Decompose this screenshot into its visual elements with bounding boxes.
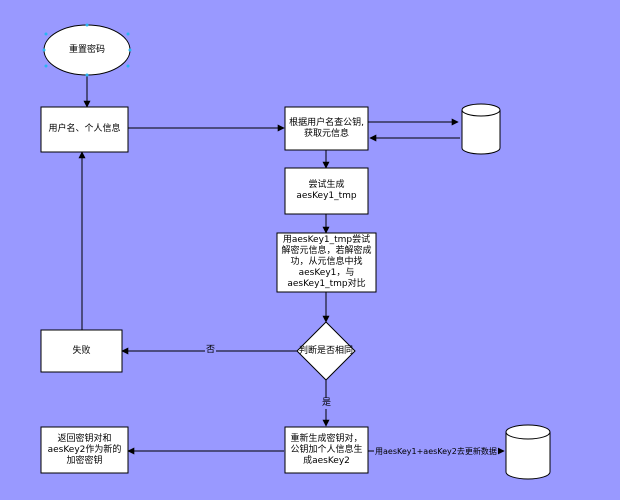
regenerate-node[interactable] bbox=[284, 426, 369, 474]
lookup-pubkey-node[interactable] bbox=[284, 106, 369, 151]
return-keys-node[interactable] bbox=[40, 426, 129, 474]
edge-label-yes: 是 bbox=[321, 398, 333, 409]
start-node[interactable] bbox=[43, 24, 131, 76]
start-node-handles bbox=[42, 23, 132, 77]
database-1[interactable] bbox=[461, 103, 501, 155]
generate-tmp-node[interactable] bbox=[284, 167, 369, 215]
decrypt-compare-node[interactable] bbox=[276, 232, 377, 293]
edge-label-no: 否 bbox=[205, 345, 217, 356]
database-2[interactable] bbox=[505, 424, 551, 480]
decision-node[interactable] bbox=[296, 321, 356, 381]
user-info-node[interactable] bbox=[40, 106, 129, 153]
failure-node[interactable] bbox=[40, 329, 123, 373]
edge-label-update: 用aesKey1+aesKey2去更新数据 bbox=[374, 446, 498, 457]
